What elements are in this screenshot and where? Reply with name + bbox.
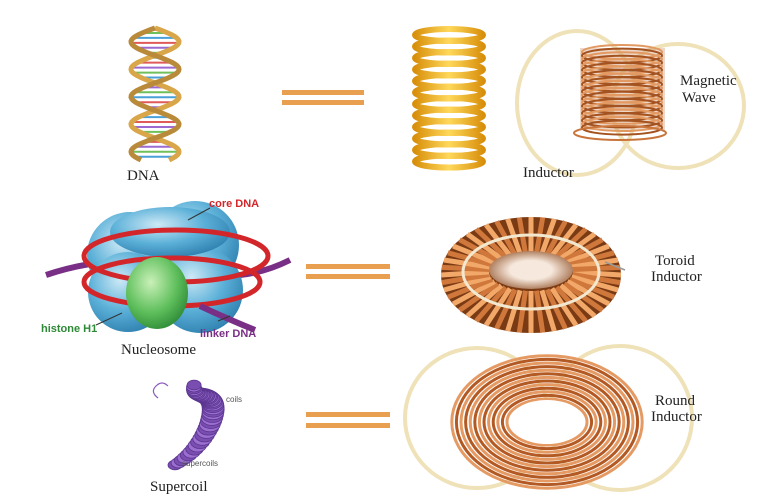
equals-sign-2: [306, 264, 390, 279]
supercoil-icon: [152, 379, 225, 471]
equals-sign-3: [306, 412, 390, 428]
supercoils-label: supercoils: [182, 459, 218, 468]
round-label-line2: Inductor: [651, 409, 702, 425]
magnetic-label-line2: Wave: [682, 90, 716, 106]
dna-label: DNA: [127, 168, 160, 184]
nucleosome-icon: [45, 201, 292, 333]
spring-icon: [412, 26, 486, 171]
round-label-line1: Round: [655, 393, 696, 409]
equals-sign-1: [282, 90, 364, 105]
toroid-label-line2: Inductor: [651, 269, 702, 285]
toroid-inductor-icon: [440, 217, 626, 333]
round-inductor-icon: [403, 344, 694, 492]
supercoil-label: Supercoil: [150, 479, 208, 495]
core-dna-label: core DNA: [209, 198, 259, 210]
dna-helix-icon: [128, 25, 182, 163]
inductor-label: Inductor: [523, 165, 574, 181]
magnetic-label-line1: Magnetic: [680, 73, 737, 89]
linker-dna-label: linker DNA: [200, 328, 256, 340]
coil-inductor-icon: [515, 29, 746, 177]
nucleosome-label: Nucleosome: [121, 342, 196, 358]
histone-h1-label: histone H1: [41, 323, 97, 335]
coils-label: coils: [226, 395, 242, 404]
toroid-label-line1: Toroid: [655, 253, 695, 269]
